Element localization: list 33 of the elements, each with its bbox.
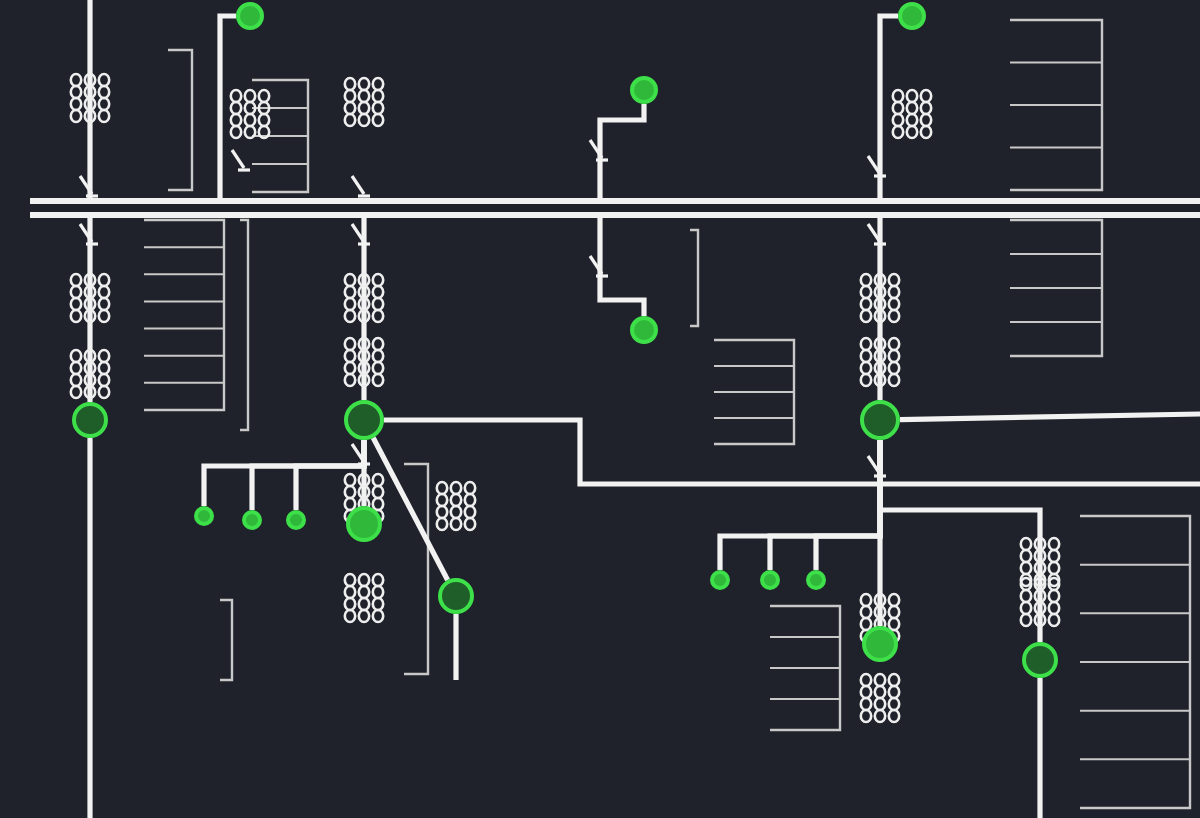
- generator-symbol: [194, 506, 214, 526]
- conductor-line: [877, 218, 883, 400]
- generator-symbol: [760, 570, 780, 590]
- generator-symbol: [806, 570, 826, 590]
- conductor-line: [370, 436, 450, 582]
- generator-symbol: [346, 506, 382, 542]
- transformer-symbol: [72, 402, 108, 438]
- conductor-line: [877, 13, 898, 198]
- generator-symbol: [862, 626, 898, 662]
- transformer-symbol: [860, 400, 900, 440]
- generator-symbol: [242, 510, 262, 530]
- busbar: [30, 198, 1200, 218]
- conductor-line: [597, 218, 647, 316]
- conductor-line: [1037, 678, 1043, 818]
- generator-symbol: [630, 76, 658, 104]
- conductor-line: [361, 218, 367, 400]
- conductor-line: [87, 0, 93, 198]
- conductor-line: [87, 218, 93, 402]
- generator-symbol: [630, 316, 658, 344]
- conductor-line: [293, 440, 367, 510]
- generator-symbol: [236, 2, 264, 30]
- generator-symbol: [898, 2, 926, 30]
- generator-symbol: [286, 510, 306, 530]
- conductor-line: [899, 411, 1200, 423]
- transformer-symbol: [344, 400, 384, 440]
- conductor-line: [384, 417, 1200, 487]
- conductor-line: [597, 104, 647, 198]
- transformer-symbol: [438, 578, 474, 614]
- conductor-line: [87, 438, 93, 818]
- conductor-line: [217, 13, 236, 198]
- conductor-line: [453, 614, 459, 680]
- generator-symbol: [710, 570, 730, 590]
- transformer-symbol: [1022, 642, 1058, 678]
